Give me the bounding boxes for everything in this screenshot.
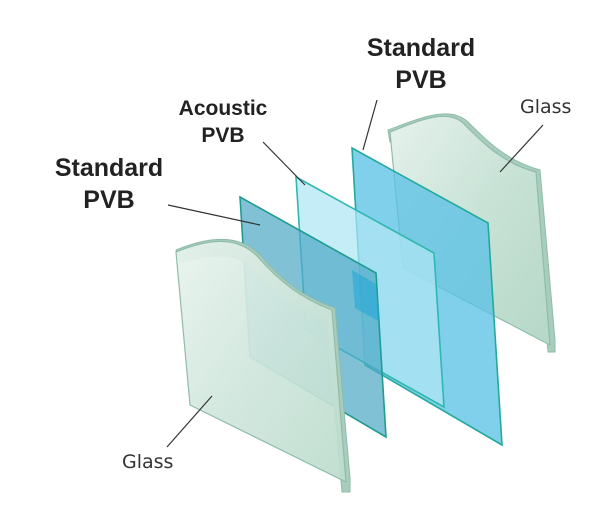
leader-acoustic-pvb <box>262 141 306 186</box>
label-standard-pvb-back: Standard PVB <box>356 32 486 96</box>
label-standard-pvb-back-line1: Standard <box>366 34 476 62</box>
label-acoustic-pvb: Acoustic PVB <box>168 95 278 149</box>
leader-glass-back <box>499 124 544 173</box>
label-standard-pvb-front: Standard PVB <box>44 152 174 216</box>
label-standard-pvb-back-line2: PVB <box>395 66 447 94</box>
label-acoustic-pvb-line1: Acoustic <box>178 97 268 120</box>
label-glass-front: Glass <box>122 451 174 473</box>
leader-glass-front <box>166 395 213 448</box>
label-acoustic-pvb-line2: PVB <box>201 124 245 147</box>
sheet-overlap-highlight <box>352 270 380 322</box>
label-glass-back: Glass <box>520 96 572 118</box>
glass-pane-front-face <box>175 240 347 484</box>
label-standard-pvb-front-line2: PVB <box>83 186 135 214</box>
label-standard-pvb-front-line1: Standard <box>54 154 164 182</box>
leader-standard-pvb-front <box>167 204 261 226</box>
glass-pane-front <box>175 238 351 493</box>
leader-standard-pvb-back <box>362 99 378 151</box>
leader-lines <box>166 99 544 448</box>
